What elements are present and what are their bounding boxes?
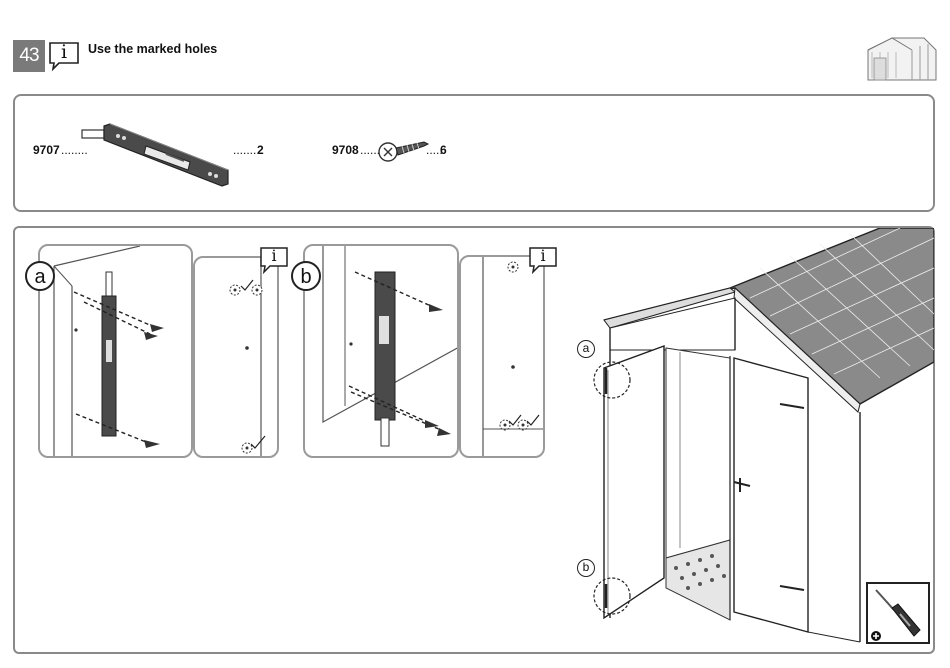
shed-callout-a: a (577, 340, 595, 358)
part-quantity-9707: 2 (257, 143, 264, 157)
detail-a-info-icon: i (259, 246, 289, 274)
screw-icon (376, 136, 430, 166)
shed-callout-b: b (577, 559, 595, 577)
instruction-title: Use the marked holes (88, 42, 217, 56)
tool-box (866, 582, 930, 644)
info-glyph: i (47, 41, 81, 63)
detail-b-info-icon: i (528, 246, 558, 274)
screwdriver-icon (868, 584, 928, 642)
part-code-9708: 9708 (332, 143, 359, 157)
detail-a-hole-view (193, 256, 279, 458)
bolt-latch-icon (80, 116, 230, 196)
step-number: 43 (13, 40, 45, 72)
info-icon: i (47, 40, 81, 72)
detail-b-hole-view (459, 255, 545, 458)
detail-a-label: a (25, 261, 55, 291)
detail-b-bolt-view (303, 244, 459, 458)
info-glyph: i (259, 246, 289, 265)
info-glyph: i (528, 246, 558, 265)
part-quantity-9708: 6 (440, 143, 447, 157)
detail-a-bolt-view (38, 244, 193, 458)
shed-thumbnail-icon (862, 32, 938, 84)
detail-b-label: b (291, 261, 321, 291)
part-code-9707: 9707 (33, 143, 60, 157)
